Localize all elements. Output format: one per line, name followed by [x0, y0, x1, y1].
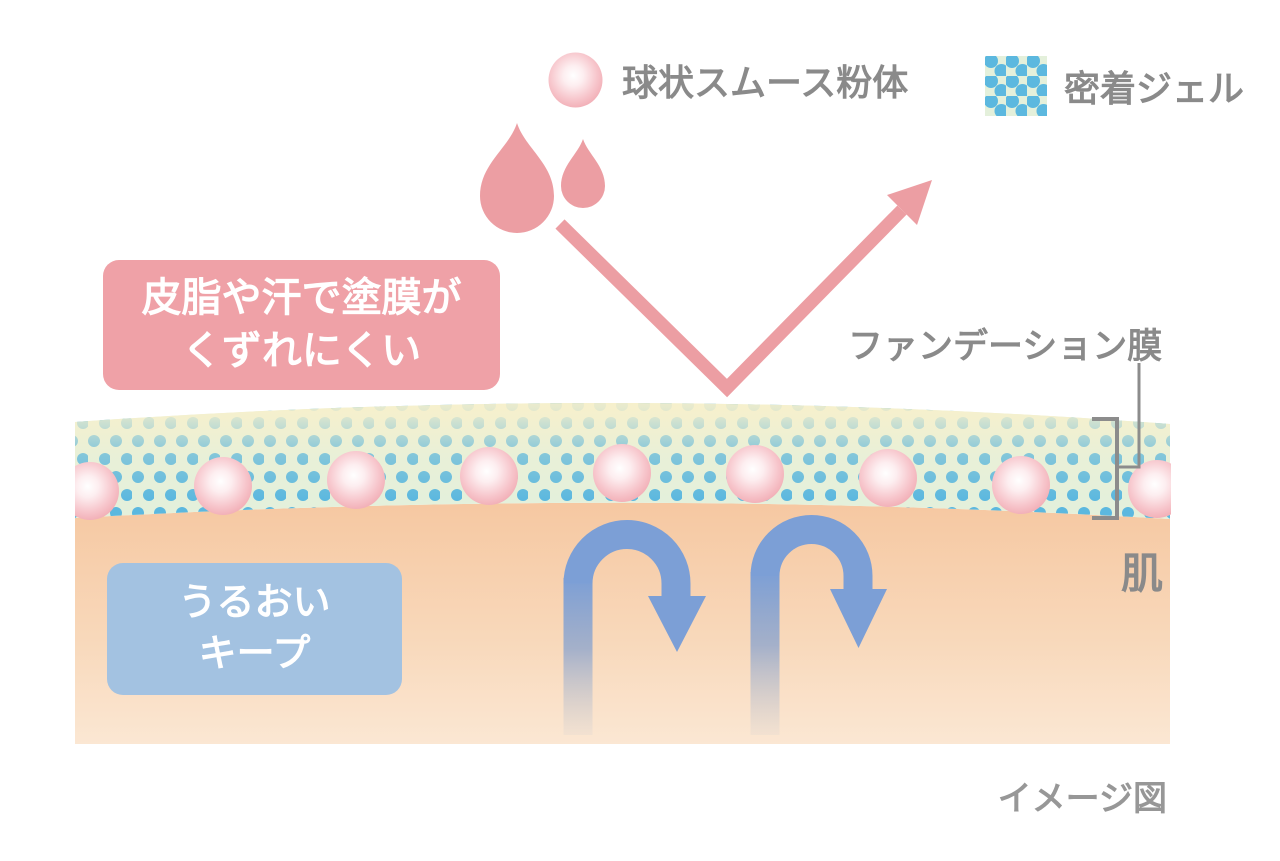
- legend-powder: 球状スムース粉体: [548, 52, 908, 108]
- image-note-label: イメージ図: [997, 780, 1167, 818]
- skin-label: 肌: [1121, 550, 1164, 597]
- smudge-resist-line2: くずれにくい: [181, 329, 422, 373]
- moisture-uturn-arrow-right: [750, 515, 887, 735]
- moisture-uturn-arrow-left: [563, 520, 706, 735]
- film-bracket: [1092, 363, 1141, 520]
- foundation-film-label: ファンデーション膜: [848, 327, 1163, 366]
- powder-spheres: [75, 444, 1171, 520]
- smudge-resist-line1: 皮脂や汗で塗膜が: [141, 276, 462, 321]
- moisture-keep-callout: うるおい キープ: [107, 563, 402, 695]
- sweat-droplets-icon: [480, 123, 605, 233]
- pink-sphere-icon: [548, 52, 603, 108]
- legend-powder-label: 球状スムース粉体: [622, 62, 909, 103]
- moisture-keep-line1: うるおい: [178, 581, 331, 624]
- dotted-gel-swatch-icon: [985, 56, 1047, 116]
- moisture-keep-line2: キープ: [198, 633, 311, 675]
- bounce-arrow: [555, 180, 932, 398]
- legend-gel: 密着ジェル: [985, 56, 1244, 116]
- legend-gel-label: 密着ジェル: [1064, 68, 1245, 109]
- smudge-resist-callout: 皮脂や汗で塗膜が くずれにくい: [103, 260, 500, 390]
